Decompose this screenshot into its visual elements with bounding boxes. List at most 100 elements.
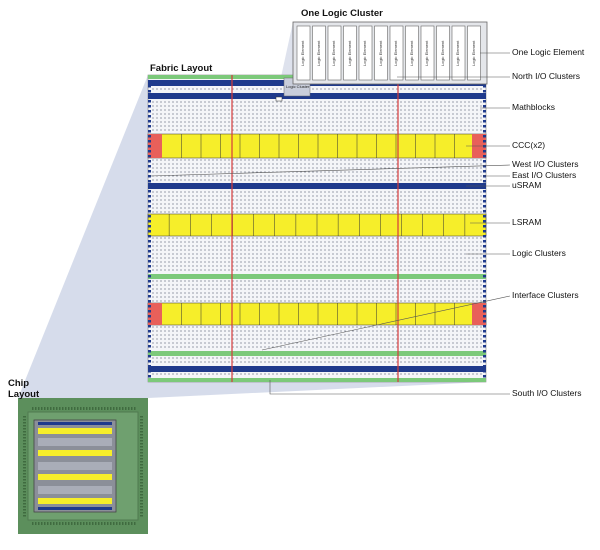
east-io-marker xyxy=(483,150,486,153)
chip-pin xyxy=(41,522,43,525)
ccc-block xyxy=(148,134,162,158)
west-io-marker xyxy=(148,240,151,243)
chip-pin xyxy=(38,522,40,525)
chip-pin xyxy=(23,461,26,463)
chip-pin xyxy=(140,443,143,445)
west-io-marker xyxy=(148,210,151,213)
io-cluster-band xyxy=(148,93,486,99)
chip-pin xyxy=(23,458,26,460)
chip-pin xyxy=(86,407,88,410)
logic-element xyxy=(296,25,311,81)
chip-pin xyxy=(101,522,103,525)
logic-element-label: Logic Element xyxy=(455,40,460,66)
east-io-marker xyxy=(483,125,486,128)
chip-pin xyxy=(23,476,26,478)
chip-pin xyxy=(140,503,143,505)
ccc-block xyxy=(472,303,486,325)
chip-pin xyxy=(23,437,26,439)
chip-pin xyxy=(113,407,115,410)
callout-line xyxy=(149,164,511,177)
chip-pin xyxy=(101,407,103,410)
chip-pin xyxy=(107,407,109,410)
chip-pin xyxy=(125,522,127,525)
east-io-marker xyxy=(483,240,486,243)
interface-band xyxy=(148,274,486,279)
west-io-marker xyxy=(148,200,151,203)
chip-pin xyxy=(89,522,91,525)
west-io-marker xyxy=(148,300,151,303)
chip-pin xyxy=(56,407,58,410)
chip-pin xyxy=(83,522,85,525)
west-io-marker xyxy=(148,260,151,263)
east-io-marker xyxy=(483,330,486,333)
east-io-marker xyxy=(483,375,486,378)
chip-logic-row xyxy=(38,462,112,470)
callout-label: CCC(x2) xyxy=(512,140,546,150)
east-io-marker xyxy=(483,160,486,163)
chip-pin xyxy=(140,446,143,448)
chip-pin xyxy=(134,522,136,525)
logic-element xyxy=(405,25,419,81)
chip-pin xyxy=(140,434,143,436)
chip-pin xyxy=(23,428,26,430)
west-io-marker xyxy=(148,205,151,208)
west-io-marker xyxy=(148,160,151,163)
chip-pin xyxy=(89,407,91,410)
west-io-marker xyxy=(148,110,151,113)
chip-pin xyxy=(140,509,143,511)
chip-pin xyxy=(140,458,143,460)
chip-pin xyxy=(128,407,130,410)
east-io-marker xyxy=(483,280,486,283)
chip-pin xyxy=(140,464,143,466)
chip-pin xyxy=(23,464,26,466)
logic-cluster-title: One Logic Cluster xyxy=(301,8,383,19)
east-io-marker xyxy=(483,220,486,223)
west-io-marker xyxy=(148,195,151,198)
io-cluster-band xyxy=(148,366,486,372)
logic-element xyxy=(436,25,450,81)
east-io-marker xyxy=(483,360,486,363)
chip-pin xyxy=(80,522,82,525)
chip-pin xyxy=(128,522,130,525)
west-io-marker xyxy=(148,190,151,193)
logic-element-label: Logic Element xyxy=(300,40,305,66)
west-io-marker xyxy=(148,125,151,128)
chip-pin xyxy=(23,425,26,427)
chip-pin xyxy=(56,522,58,525)
west-io-marker xyxy=(148,115,151,118)
chip-pin xyxy=(80,407,82,410)
east-io-marker xyxy=(483,205,486,208)
west-io-marker xyxy=(148,105,151,108)
chip-pin xyxy=(119,522,121,525)
east-io-marker xyxy=(483,95,486,98)
west-io-marker xyxy=(148,140,151,143)
chip-pin xyxy=(23,449,26,451)
east-io-marker xyxy=(483,335,486,338)
east-io-marker xyxy=(483,295,486,298)
callout-label: Logic Clusters xyxy=(512,248,566,258)
logic-element xyxy=(451,25,466,81)
cluster-locator xyxy=(275,96,283,102)
chip-pin xyxy=(74,407,76,410)
east-io-marker xyxy=(483,170,486,173)
chip-pin xyxy=(53,407,55,410)
chip-pin xyxy=(23,485,26,487)
chip-pin xyxy=(44,522,46,525)
east-io-marker xyxy=(483,140,486,143)
chip-pin xyxy=(140,500,143,502)
chip-pin xyxy=(98,522,100,525)
east-io-marker xyxy=(483,135,486,138)
chip-pin xyxy=(125,407,127,410)
west-io-marker xyxy=(148,90,151,93)
logic-element xyxy=(420,25,435,81)
west-io-marker xyxy=(148,370,151,373)
west-io-marker xyxy=(148,225,151,228)
logic-element xyxy=(343,25,357,81)
east-io-marker xyxy=(483,105,486,108)
chip-pin xyxy=(77,407,79,410)
chip-pin xyxy=(53,522,55,525)
west-io-marker xyxy=(148,180,151,183)
east-io-marker xyxy=(483,200,486,203)
chip-pin xyxy=(23,506,26,508)
chip-pin xyxy=(140,416,143,418)
